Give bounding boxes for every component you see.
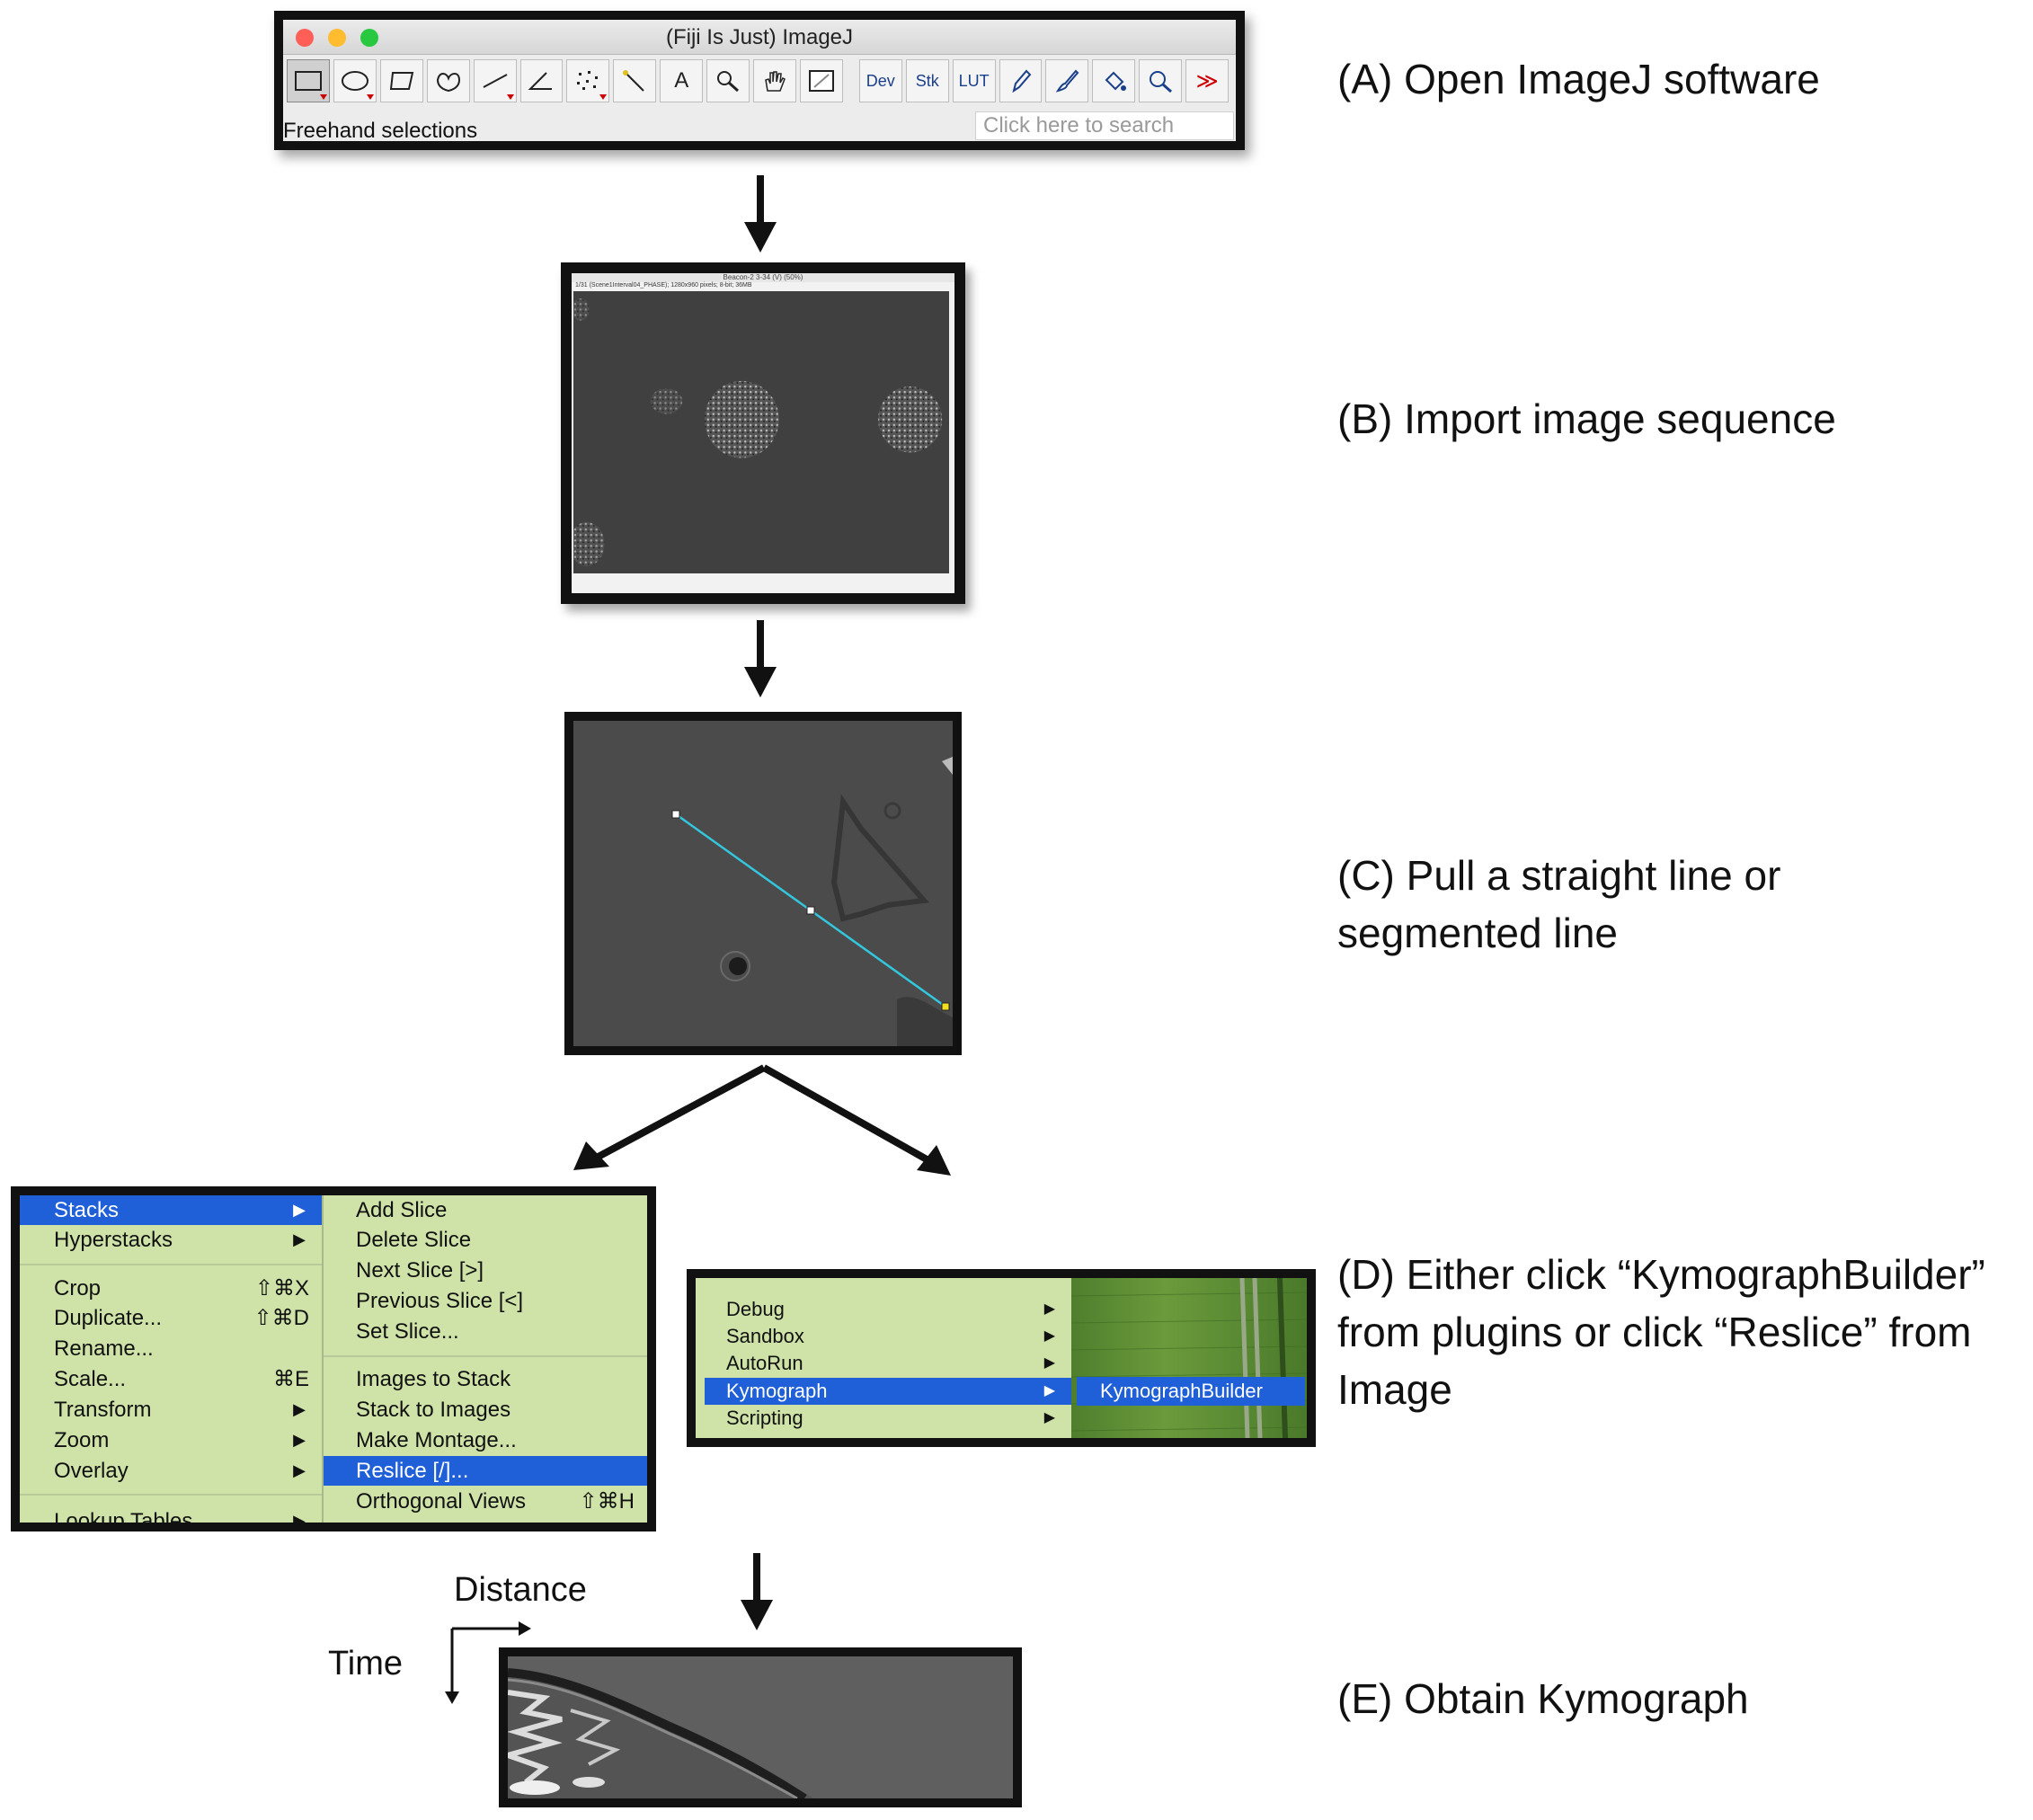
time-axis-label: Time bbox=[328, 1645, 404, 1682]
menu-item-kymographbuilder[interactable]: KymographBuilder bbox=[1077, 1377, 1305, 1406]
freehand-tool-icon[interactable] bbox=[426, 59, 470, 102]
maximize-button[interactable] bbox=[360, 29, 378, 47]
menu-item-stacks[interactable]: Stacks▶ bbox=[20, 1195, 322, 1225]
window-title: (Fiji Is Just) ImageJ bbox=[665, 25, 854, 49]
menu-item-zoom[interactable]: Zoom▶ bbox=[54, 1428, 306, 1452]
dev-menu-icon[interactable]: Dev bbox=[858, 59, 902, 102]
menu-item-debug[interactable]: Debug▶ bbox=[726, 1298, 1055, 1320]
cell-image-canvas[interactable] bbox=[573, 721, 953, 1046]
menu-item-crop[interactable]: Crop⇧⌘X bbox=[54, 1276, 309, 1301]
wand-tool-icon[interactable] bbox=[613, 59, 657, 102]
arrow-down-icon bbox=[741, 1553, 773, 1630]
arrow-down-icon bbox=[744, 175, 777, 253]
imagej-window: (Fiji Is Just) ImageJ A Dev Stk LUT ≫ F bbox=[274, 11, 1245, 150]
menu-item-orthogonal-views[interactable]: Orthogonal Views⇧⌘H bbox=[356, 1489, 635, 1514]
imagej-toolbar: A Dev Stk LUT ≫ bbox=[287, 59, 1232, 106]
kymograph-texture bbox=[499, 1656, 1013, 1803]
step-b-label: (B) Import image sequence bbox=[1337, 395, 1836, 442]
split-arrows-icon bbox=[573, 1064, 951, 1176]
menu-item-delete-slice[interactable]: Delete Slice bbox=[356, 1228, 472, 1252]
image-window-title: Beacon-2 3-34 (V) (50%) bbox=[572, 273, 954, 282]
menu-item-stack-to-images[interactable]: Stack to Images bbox=[356, 1398, 511, 1422]
menu-item-next-slice[interactable]: Next Slice [>] bbox=[356, 1258, 484, 1283]
field-texture bbox=[1070, 1278, 1307, 1438]
plugins-kymograph-menu: Debug▶ Sandbox▶ AutoRun▶ Kymograph▶ Scri… bbox=[687, 1269, 1316, 1447]
lut-menu-icon[interactable]: LUT bbox=[952, 59, 996, 102]
cell-colonies-image bbox=[569, 291, 949, 573]
more-tools-icon[interactable]: ≫ bbox=[1185, 59, 1230, 102]
menu-item-scale[interactable]: Scale...⌘E bbox=[54, 1367, 309, 1391]
step-d-label: (D) Either click “KymographBuilder”from … bbox=[1337, 1251, 1985, 1413]
image-sequence-window: Beacon-2 3-34 (V) (50%) 1/31 (Scene1Inte… bbox=[561, 262, 965, 604]
oval-tool-icon[interactable] bbox=[333, 59, 377, 102]
axes-arrows-icon bbox=[445, 1621, 531, 1704]
distance-axis-label: Distance bbox=[454, 1571, 587, 1609]
menu-item-add-slice[interactable]: Add Slice bbox=[356, 1198, 448, 1222]
menu-item-sandbox[interactable]: Sandbox▶ bbox=[726, 1325, 1055, 1347]
point-tool-icon[interactable] bbox=[566, 59, 610, 102]
hand-tool-icon[interactable] bbox=[753, 59, 796, 102]
menu-item-images-to-stack[interactable]: Images to Stack bbox=[356, 1367, 511, 1391]
menu-item-set-slice[interactable]: Set Slice... bbox=[356, 1319, 459, 1344]
menu-item-previous-slice[interactable]: Previous Slice [<] bbox=[356, 1289, 524, 1313]
menu-item-scripting[interactable]: Scripting▶ bbox=[726, 1407, 1055, 1429]
step-e-label: (E) Obtain Kymograph bbox=[1337, 1675, 1749, 1722]
dropper-tool-icon[interactable] bbox=[799, 59, 843, 102]
rectangle-tool-icon[interactable] bbox=[287, 59, 330, 102]
polygon-tool-icon[interactable] bbox=[379, 59, 423, 102]
menu-item-kymograph[interactable]: Kymograph▶ bbox=[705, 1378, 1071, 1405]
image-info-line: 1/31 (Scene1Interval04_PHASE); 1280x960 … bbox=[575, 282, 752, 289]
flood-fill-tool-icon[interactable] bbox=[1092, 59, 1136, 102]
angle-tool-icon[interactable] bbox=[519, 59, 564, 102]
line-overlay bbox=[573, 721, 953, 1046]
menu-item-rename[interactable]: Rename... bbox=[54, 1336, 154, 1361]
menu-item-reslice[interactable]: Reslice [/]... bbox=[324, 1456, 647, 1486]
pencil-tool-icon[interactable] bbox=[999, 59, 1043, 102]
image-stacks-menu: Stacks▶ Hyperstacks▶ Crop⇧⌘X Duplicate..… bbox=[11, 1186, 656, 1531]
line-handle-middle[interactable] bbox=[806, 906, 815, 915]
text-tool-icon[interactable]: A bbox=[660, 59, 704, 102]
kymograph-image[interactable] bbox=[499, 1656, 1013, 1803]
menu-item-lookup-tables[interactable]: Lookup Tables▶ bbox=[54, 1509, 306, 1523]
line-selection-image bbox=[564, 712, 962, 1055]
status-bar: Freehand selections bbox=[283, 119, 478, 143]
search-input[interactable]: Click here to search bbox=[975, 111, 1234, 140]
menu-item-duplicate[interactable]: Duplicate...⇧⌘D bbox=[54, 1306, 309, 1330]
menu-item-overlay[interactable]: Overlay▶ bbox=[54, 1459, 306, 1483]
step-a-label: (A) Open ImageJ software bbox=[1337, 56, 1820, 102]
zoom-search-icon[interactable] bbox=[1139, 59, 1183, 102]
background-field-image bbox=[1070, 1278, 1307, 1438]
image-menu-column: Stacks▶ Hyperstacks▶ Crop⇧⌘X Duplicate..… bbox=[20, 1195, 322, 1523]
kymograph-image-frame bbox=[499, 1647, 1022, 1807]
line-handle-start[interactable] bbox=[671, 810, 680, 819]
stacks-submenu: Add Slice Delete Slice Next Slice [>] Pr… bbox=[324, 1195, 647, 1523]
stk-menu-icon[interactable]: Stk bbox=[905, 59, 949, 102]
menu-item-make-montage[interactable]: Make Montage... bbox=[356, 1428, 517, 1452]
menu-item-autorun[interactable]: AutoRun▶ bbox=[726, 1352, 1055, 1374]
straight-line-tool-icon[interactable] bbox=[473, 59, 517, 102]
phase-image[interactable] bbox=[569, 291, 949, 573]
line-handle-end[interactable] bbox=[941, 1002, 950, 1011]
minimize-button[interactable] bbox=[328, 29, 346, 47]
magnifier-tool-icon[interactable] bbox=[706, 59, 750, 102]
menu-item-hyperstacks[interactable]: Hyperstacks▶ bbox=[54, 1228, 306, 1252]
arrow-down-icon bbox=[744, 620, 777, 697]
brush-tool-icon[interactable] bbox=[1045, 59, 1089, 102]
menu-item-transform[interactable]: Transform▶ bbox=[54, 1398, 306, 1422]
imagej-titlebar[interactable]: (Fiji Is Just) ImageJ bbox=[283, 20, 1236, 55]
close-button[interactable] bbox=[296, 29, 314, 47]
